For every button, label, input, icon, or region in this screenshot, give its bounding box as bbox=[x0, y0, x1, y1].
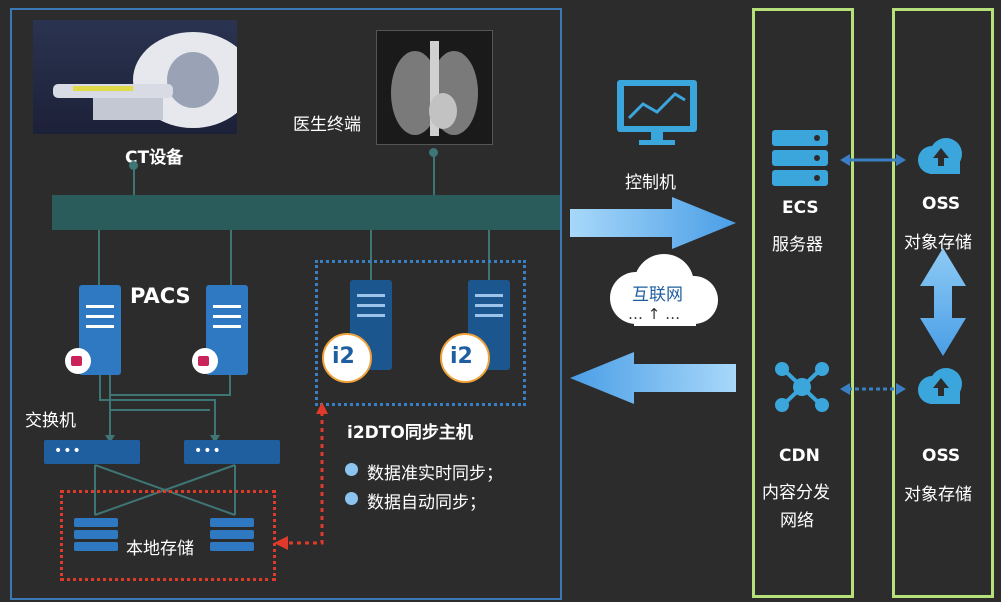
cdn-subtitle-2: 网络 bbox=[780, 511, 814, 531]
ecs-subtitle: 服务器 bbox=[772, 235, 823, 255]
cloud-compute-column bbox=[752, 8, 854, 598]
ct-scanner-image bbox=[33, 20, 253, 134]
i2dto-host-box bbox=[315, 260, 526, 406]
sync-feature-1: 数据准实时同步； bbox=[367, 464, 503, 484]
internet-dots: … ↑ … bbox=[628, 305, 681, 323]
chest-xray-image bbox=[376, 30, 493, 145]
switch-label: 交换机 bbox=[25, 411, 76, 431]
camera-icon bbox=[192, 348, 218, 374]
oss-title-1: OSS bbox=[922, 194, 961, 214]
bus-to-pacs1 bbox=[98, 230, 100, 285]
cdn-subtitle-1: 内容分发 bbox=[762, 483, 830, 503]
download-arrow bbox=[570, 352, 736, 404]
bus-to-i2-2 bbox=[488, 230, 490, 282]
ecs-title: ECS bbox=[782, 198, 819, 218]
oss-subtitle-1: 对象存储 bbox=[904, 233, 972, 253]
terminal-bus-node bbox=[429, 148, 438, 157]
network-node-icon bbox=[774, 362, 830, 412]
i2-logo-icon: i2 bbox=[440, 333, 490, 383]
onprem-frame bbox=[10, 8, 562, 600]
i2dto-host-label: i2DTO同步主机 bbox=[347, 423, 473, 443]
cdn-title: CDN bbox=[779, 446, 820, 466]
pacs-label: PACS bbox=[130, 284, 191, 308]
cloud-icon bbox=[604, 252, 722, 332]
camera-icon bbox=[65, 348, 91, 374]
ct-bus-node bbox=[129, 161, 138, 170]
network-switch-2: ••• bbox=[184, 440, 280, 464]
monitor-chart-icon bbox=[615, 78, 699, 150]
storage-icon bbox=[74, 518, 118, 552]
server-stack-icon bbox=[772, 170, 828, 186]
cloud-upload-icon bbox=[916, 136, 966, 176]
bullet-icon bbox=[345, 463, 358, 476]
control-machine-label: 控制机 bbox=[625, 173, 676, 193]
upload-arrow bbox=[570, 197, 736, 249]
ct-device-label: CT设备 bbox=[125, 148, 184, 168]
doctor-terminal-label: 医生终端 bbox=[293, 115, 361, 135]
network-switch-1: ••• bbox=[44, 440, 140, 464]
bullet-icon bbox=[345, 492, 358, 505]
local-storage-label: 本地存储 bbox=[126, 539, 194, 559]
cdn-oss-link bbox=[840, 383, 906, 395]
oss-subtitle-2: 对象存储 bbox=[904, 485, 972, 505]
bus-to-pacs2 bbox=[230, 230, 232, 285]
sync-arrow bbox=[274, 402, 328, 550]
cloud-upload-icon bbox=[916, 366, 966, 406]
local-storage-box bbox=[60, 490, 276, 581]
i2-logo-icon: i2 bbox=[322, 333, 372, 383]
terminal-to-bus-line bbox=[433, 152, 435, 195]
storage-icon bbox=[210, 518, 254, 552]
sync-feature-2: 数据自动同步； bbox=[367, 493, 486, 513]
network-bus bbox=[52, 195, 560, 230]
server-stack-icon bbox=[772, 130, 828, 146]
ecs-oss-link bbox=[840, 154, 906, 166]
bus-to-i2-1 bbox=[370, 230, 372, 282]
internet-label: 互联网 bbox=[632, 285, 683, 305]
cloud-storage-column bbox=[892, 8, 994, 598]
server-stack-icon bbox=[772, 150, 828, 166]
ct-to-bus-line bbox=[133, 165, 135, 195]
oss-title-2: OSS bbox=[922, 446, 961, 466]
oss-replication-arrow bbox=[920, 248, 966, 356]
